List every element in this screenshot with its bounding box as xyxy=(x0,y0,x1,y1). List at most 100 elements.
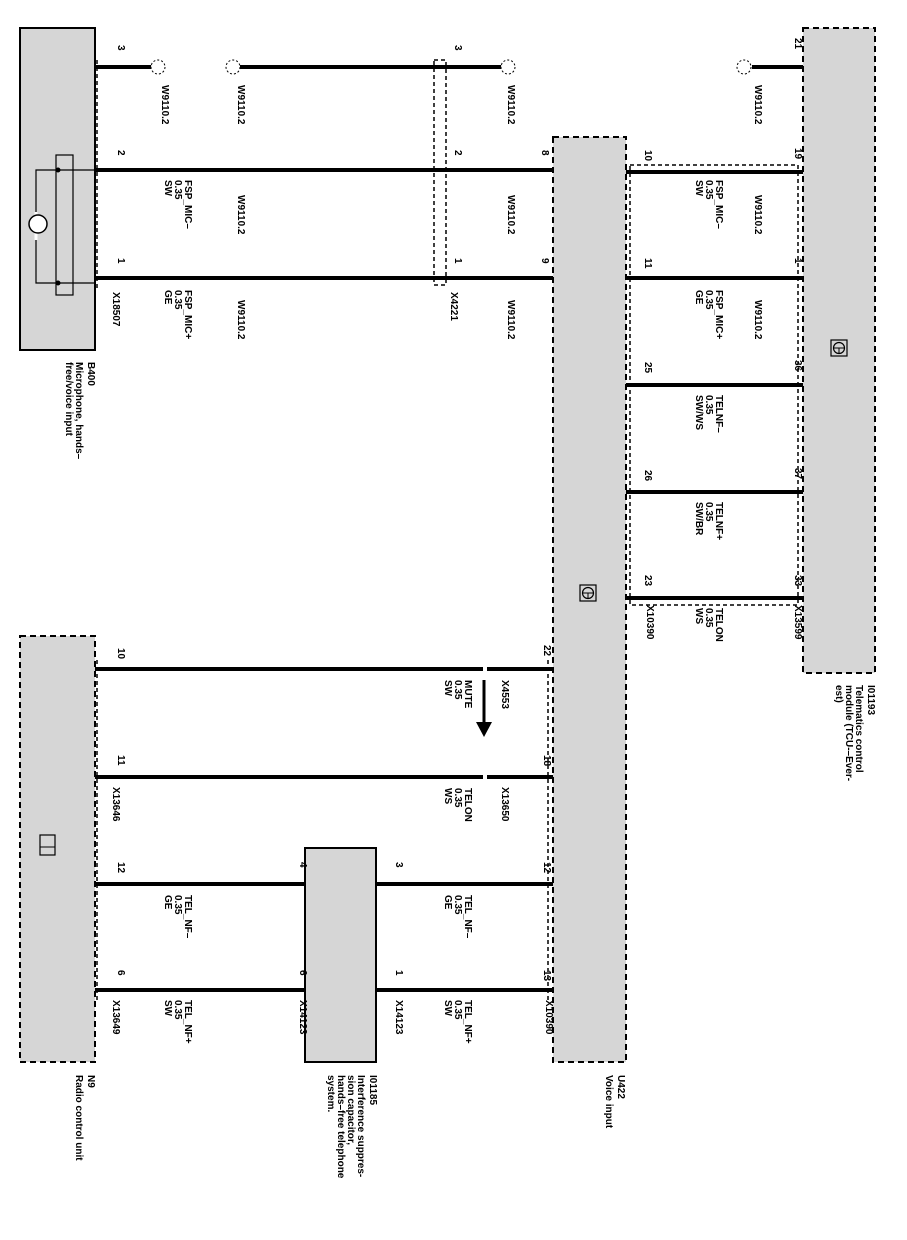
wire-label: TELON xyxy=(462,788,473,822)
wire-label: 0.35 xyxy=(172,180,183,200)
microphone-symbol xyxy=(28,154,95,296)
wire-label: TELNF+ xyxy=(713,502,724,540)
pin-label: 12 xyxy=(115,862,126,874)
connector-label: X13649 xyxy=(110,1000,121,1035)
wire-label: WS xyxy=(693,608,704,624)
shield-label: W9110.2 xyxy=(235,85,246,125)
component-name: module (TCU-–Ever- xyxy=(843,685,854,781)
connector-label: X4553 xyxy=(499,680,510,709)
pin-label: 10 xyxy=(642,150,653,162)
wire-label: FSP_MIC– xyxy=(713,180,724,229)
component-name: Microphone, hands– xyxy=(73,362,84,460)
pin-label: 2 xyxy=(115,150,126,156)
shield-label: W9110.2 xyxy=(235,195,246,235)
arrow-icon xyxy=(476,680,492,737)
component-id: B400 xyxy=(85,362,96,386)
pin-label: 23 xyxy=(642,575,653,587)
connector-label: X13599 xyxy=(792,605,803,640)
pin-label: 3 xyxy=(115,45,126,51)
shield-label: W9110.2 xyxy=(505,195,516,235)
component-name: sion capacitor, xyxy=(345,1075,356,1145)
shield-label: W9110.2 xyxy=(505,300,516,340)
wire-label: FSP_MIC+ xyxy=(713,290,724,339)
component-name: Radio control unit xyxy=(73,1075,84,1161)
wire-label: TEL_NF– xyxy=(182,895,193,939)
pin-label: 36 xyxy=(792,360,803,372)
x4221-connector xyxy=(433,59,447,286)
connector-label: X14123 xyxy=(297,1000,308,1035)
shield-label: W9110.2 xyxy=(159,85,170,125)
pin-label: 8 xyxy=(539,150,550,156)
b400-box xyxy=(19,27,96,351)
pin-label: 25 xyxy=(642,362,653,374)
component-name: Voice input xyxy=(603,1075,614,1129)
shield-row xyxy=(95,59,803,75)
wire-label: TELNF– xyxy=(713,395,724,433)
wire-label: 0.35 xyxy=(452,680,463,700)
component-id: N9 xyxy=(85,1075,96,1088)
wire-label: SW xyxy=(442,680,453,697)
pin-label: 1 xyxy=(393,970,404,976)
component-id: I01193 xyxy=(865,685,876,715)
pin-label: 22 xyxy=(541,645,552,657)
connector-label: X18507 xyxy=(110,292,121,327)
wire-label: 0.35 xyxy=(452,895,463,915)
shield-label: W9110.2 xyxy=(235,300,246,340)
pin-label: 3 xyxy=(393,862,404,868)
wire-label: 0.35 xyxy=(452,1000,463,1020)
wire-label: 0.35 xyxy=(703,502,714,522)
wire-label: GE xyxy=(162,290,173,305)
component-name: Interference suppres- xyxy=(355,1075,366,1177)
wire-label: SW xyxy=(442,1000,453,1017)
wire-label: GE xyxy=(442,895,453,910)
wire-label: TEL_NF+ xyxy=(182,1000,193,1044)
component-name: est) xyxy=(833,685,844,703)
wire-label: SW xyxy=(693,180,704,197)
connector-label: X10390 xyxy=(543,1000,554,1035)
wire-label: TEL_NF+ xyxy=(462,1000,473,1044)
capacitor-box xyxy=(304,847,377,1063)
component-name: Telematics control xyxy=(853,685,864,773)
shield-label: W9110.2 xyxy=(752,195,763,235)
wire-label: SW/WS xyxy=(693,395,704,430)
connector-label: X10390 xyxy=(644,605,655,640)
pin-label: 4 xyxy=(297,862,308,868)
connector-label: X13646 xyxy=(110,787,121,822)
connector-label: X13650 xyxy=(499,787,510,822)
pin-label: 6 xyxy=(115,970,126,976)
wire-label: FSP_MIC+ xyxy=(182,290,193,339)
component-id: I01185 xyxy=(367,1075,378,1105)
wire-label: 0.35 xyxy=(703,180,714,200)
pin-label: 26 xyxy=(642,470,653,482)
wire-label: 0.35 xyxy=(703,395,714,415)
pin-label: 37 xyxy=(792,468,803,480)
control-unit-icon xyxy=(579,584,597,602)
wire-label: 0.35 xyxy=(172,1000,183,1020)
control-unit-icon xyxy=(830,339,848,357)
wire-label: 0.35 xyxy=(703,608,714,628)
pin-label: 13 xyxy=(541,970,552,982)
wire-label: 0.35 xyxy=(452,788,463,808)
pin-label: 3 xyxy=(452,45,463,51)
pin-label: 11 xyxy=(642,258,653,269)
connector-label: X4221 xyxy=(448,292,459,321)
wire-label: FSP_MIC– xyxy=(182,180,193,229)
wire-label: SW xyxy=(162,180,173,197)
wire-label: WS xyxy=(442,788,453,804)
pin-label: 2 xyxy=(452,150,463,156)
wire-label: TEL_NF– xyxy=(462,895,473,939)
component-id: U422 xyxy=(615,1075,626,1099)
wire-label: 0.35 xyxy=(172,895,183,915)
wire-label: MUTE xyxy=(462,680,473,709)
pin-label: 18 xyxy=(541,755,552,767)
pin-label: 19 xyxy=(792,148,803,160)
u422-box xyxy=(552,136,627,1063)
pin-label: 9 xyxy=(539,258,550,264)
pin-label: 12 xyxy=(541,862,552,874)
wire-label: GE xyxy=(162,895,173,910)
connector-label: X14123 xyxy=(393,1000,404,1035)
wire-label: 0.35 xyxy=(172,290,183,310)
wire-label: 0.35 xyxy=(703,290,714,310)
